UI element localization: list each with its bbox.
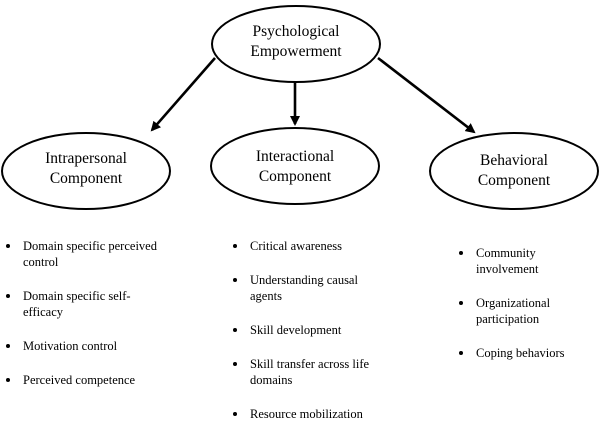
list-item-text: Resource mobilization — [250, 407, 363, 421]
list-item-text: Perceived competence — [23, 373, 136, 387]
bullet-icon — [459, 301, 463, 305]
list-item: Community involvement — [459, 245, 596, 277]
list-item-text: Skill development — [250, 323, 342, 337]
bullet-icon — [6, 244, 10, 248]
list-item-text: Understanding causal agents — [250, 273, 358, 303]
list-item: Domain specific self-efficacy — [6, 288, 193, 320]
bullet-icon — [6, 378, 10, 382]
list-item-text: Critical awareness — [250, 239, 342, 253]
intrapersonal-item-list: Domain specific perceived control Domain… — [6, 238, 193, 406]
bullet-icon — [6, 294, 10, 298]
interactional-node-label: Interactional Component — [215, 147, 375, 187]
list-item: Domain specific perceived control — [6, 238, 193, 270]
list-item: Perceived competence — [6, 372, 193, 388]
list-item: Motivation control — [6, 338, 193, 354]
list-item: Coping behaviors — [459, 345, 596, 361]
root-label-line2: Empowerment — [250, 43, 342, 60]
behavioral-node-ellipse — [429, 132, 599, 210]
interactional-node-ellipse — [210, 127, 380, 205]
bullet-icon — [233, 244, 237, 248]
intrapersonal-label-line2: Component — [49, 170, 123, 187]
behavioral-label-line2: Component — [477, 172, 551, 189]
bullet-icon — [459, 351, 463, 355]
list-item: Skill development — [233, 322, 410, 338]
list-item-text: Organizational participation — [476, 296, 551, 326]
interactional-label-line2: Component — [258, 168, 332, 185]
behavioral-item-list: Community involvement Organizational par… — [459, 245, 596, 379]
list-item-text: Community involvement — [476, 246, 539, 276]
bullet-icon — [233, 328, 237, 332]
list-item: Organizational participation — [459, 295, 596, 327]
interactional-label-line1: Interactional — [255, 148, 335, 165]
list-item-text: Domain specific perceived control — [23, 239, 157, 269]
list-item: Skill transfer across life domains — [233, 356, 410, 388]
list-item: Critical awareness — [233, 238, 410, 254]
diagram-canvas — [1, 5, 599, 210]
interactional-item-list: Critical awareness Understanding causal … — [233, 238, 410, 440]
behavioral-node-label: Behavioral Component — [434, 151, 594, 191]
list-item-text: Domain specific self-efficacy — [23, 289, 131, 319]
root-node-label: Psychological Empowerment — [216, 22, 376, 62]
bullet-icon — [459, 251, 463, 255]
edge-root-to-behavioral — [377, 56, 476, 134]
intrapersonal-node-label: Intrapersonal Component — [6, 149, 166, 189]
intrapersonal-label-line1: Intrapersonal — [45, 150, 127, 167]
list-item-text: Skill transfer across life domains — [250, 357, 370, 387]
root-label-line1: Psychological — [252, 23, 340, 40]
bullet-icon — [6, 344, 10, 348]
bullet-icon — [233, 412, 237, 416]
list-item-text: Coping behaviors — [476, 346, 565, 360]
bullet-icon — [233, 362, 237, 366]
list-item: Understanding causal agents — [233, 272, 410, 304]
list-item-text: Motivation control — [23, 339, 118, 353]
bullet-icon — [233, 278, 237, 282]
behavioral-label-line1: Behavioral — [479, 152, 548, 169]
list-item: Resource mobilization — [233, 406, 410, 422]
intrapersonal-node-ellipse — [1, 132, 171, 210]
root-node-ellipse — [211, 5, 381, 83]
edge-root-to-intrapersonal — [150, 57, 216, 132]
